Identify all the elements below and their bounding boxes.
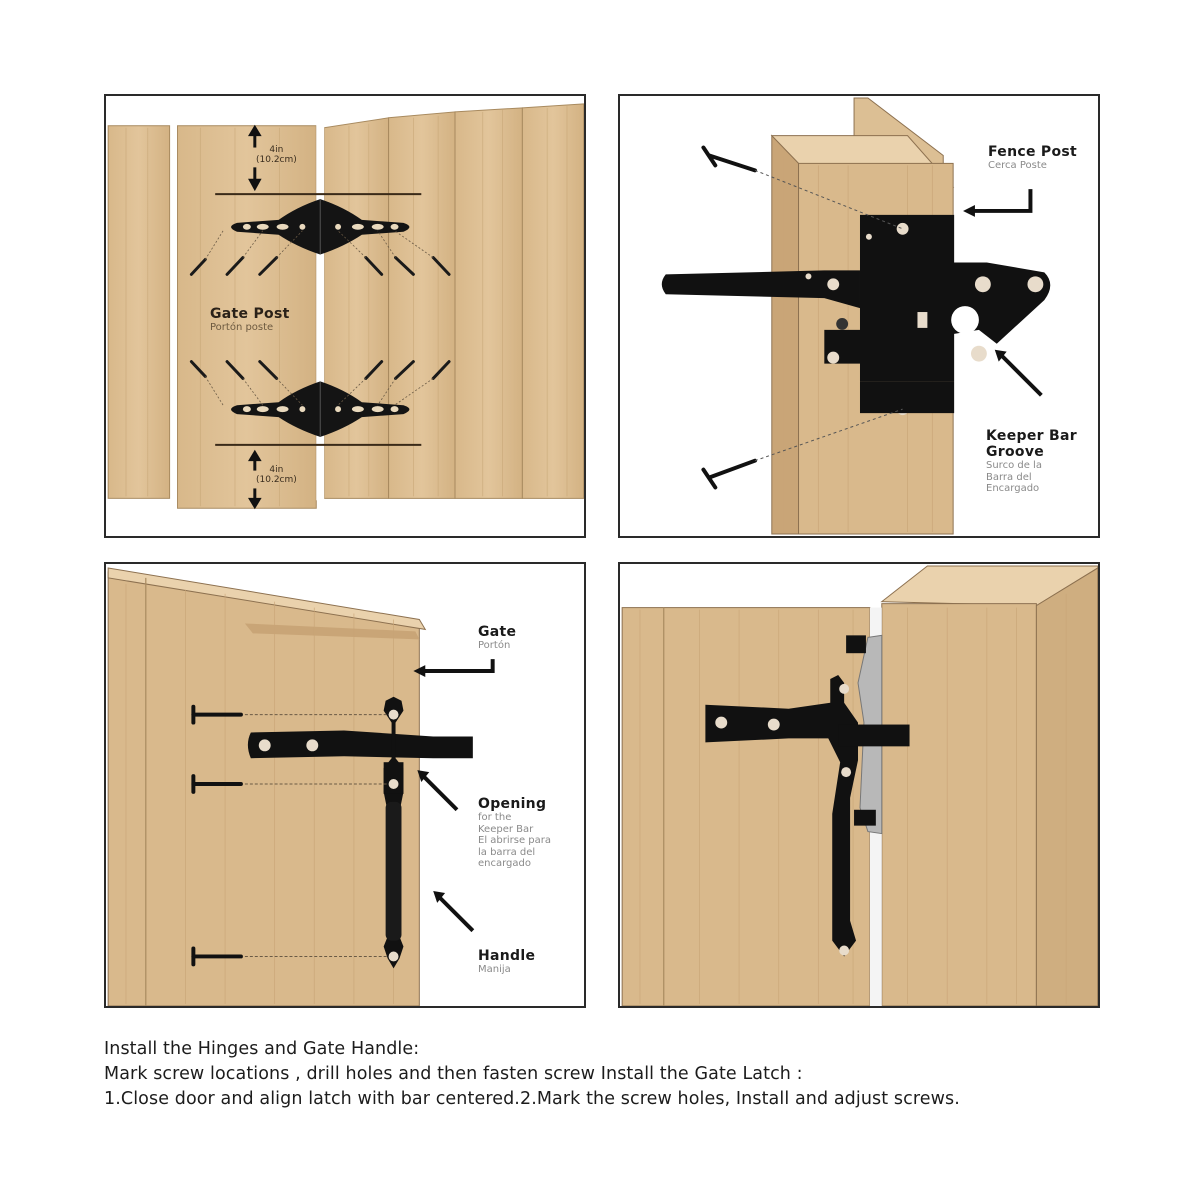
latch-installation-panel: Fence Post Cerca Poste Keeper Bar Groove…	[618, 94, 1100, 538]
handle-installation-panel: Gate Portón Opening for the Keeper Bar E…	[104, 562, 586, 1008]
gate-post-label-en: Gate Post	[210, 306, 290, 322]
installation-instructions: Install the Hinges and Gate Handle: Mark…	[104, 1037, 1104, 1112]
gate-post-label-es: Portón poste	[210, 322, 274, 334]
handle-diagram-illustration	[107, 567, 495, 1006]
keeper-bar-label-es: Surco de la Barra del Encargado	[986, 460, 1042, 495]
gate-label: Gate Portón	[478, 624, 516, 652]
bottom-dimension: 4in (10.2cm)	[256, 465, 297, 486]
opening-label-es-2: Keeper Bar	[478, 823, 534, 835]
opening-label-en: Opening	[478, 796, 547, 812]
top-dimension-metric: (10.2cm)	[256, 154, 297, 165]
opening-label-es-1: for the	[478, 812, 512, 824]
fence-post-label-es: Cerca Poste	[988, 160, 1047, 172]
handle-label-es: Manija	[478, 964, 511, 976]
instructions-line-2: Mark screw locations , drill holes and t…	[104, 1064, 803, 1084]
gate-label-es: Portón	[478, 640, 511, 652]
keeper-bar-groove-label: Keeper Bar Groove Surco de la Barra del …	[986, 428, 1091, 495]
gate-label-en: Gate	[478, 624, 517, 640]
hinge-installation-panel: 4in (10.2cm) Gate Post Portón poste 4in …	[104, 94, 586, 538]
opening-label-es-4: la barra del	[478, 846, 536, 858]
handle-label-en: Handle	[478, 948, 536, 964]
instructions-line-3: 1.Close door and align latch with bar ce…	[104, 1089, 960, 1109]
keeper-bar-label-en: Keeper Bar Groove	[986, 428, 1077, 461]
fence-post-label-en: Fence Post	[988, 144, 1078, 160]
top-dimension: 4in (10.2cm)	[256, 145, 297, 166]
bottom-dimension-imperial: 4in	[269, 465, 284, 475]
opening-label-es-5: encargado	[478, 858, 531, 870]
assembled-latch-illustration	[621, 565, 1098, 1006]
opening-label-es-3: El abrirse para	[478, 835, 552, 847]
gate-post-label: Gate Post Portón poste	[210, 306, 290, 334]
top-dimension-imperial: 4in	[269, 145, 284, 155]
handle-label: Handle Manija	[478, 948, 535, 976]
assembled-latch-panel	[618, 562, 1100, 1008]
opening-label: Opening for the Keeper Bar El abrirse pa…	[478, 796, 551, 870]
latch-diagram-illustration	[661, 97, 1051, 535]
hinge-diagram-illustration	[107, 103, 584, 510]
instructions-heading: Install the Hinges and Gate Handle:	[104, 1039, 420, 1059]
fence-post-label: Fence Post Cerca Poste	[988, 144, 1077, 172]
bottom-dimension-metric: (10.2cm)	[256, 474, 297, 485]
